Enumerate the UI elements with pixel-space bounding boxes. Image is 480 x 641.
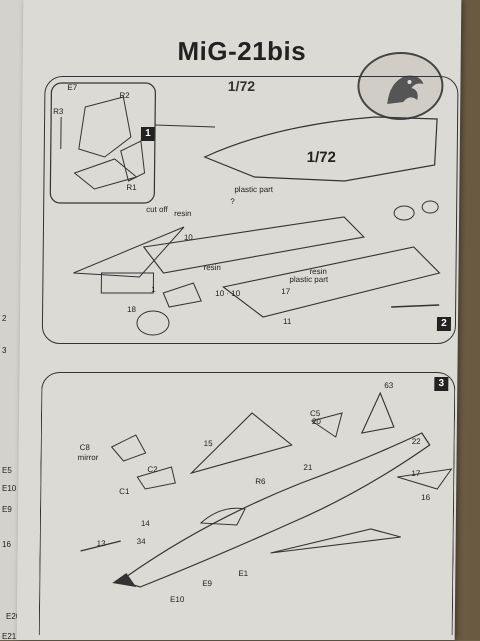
step1-2-drawings <box>43 77 458 343</box>
part-label: resin <box>309 267 326 276</box>
part-label: 17 <box>281 287 290 296</box>
part-label: 16 <box>421 493 430 502</box>
assembly-panel-step-3: 3 C8 mirror C2 C1 15 R6 14 <box>39 372 456 635</box>
part-label: plastic part <box>234 185 273 194</box>
instruction-sheet: MiG-21bis 1/72 1 2 <box>17 0 462 640</box>
fuselage-marking: 1/72 <box>307 149 336 166</box>
part-label: 13 <box>97 539 106 548</box>
left-label: E10 <box>2 484 16 493</box>
part-label: resin <box>174 209 191 218</box>
part-label: 22 <box>412 437 421 446</box>
part-label: 34 <box>137 537 146 546</box>
part-label: ? <box>230 197 235 206</box>
part-label: 18 <box>127 305 136 314</box>
part-label: 63 <box>384 381 393 390</box>
left-label: 3 <box>2 346 6 355</box>
part-label: 20 <box>312 417 321 426</box>
part-label: resin <box>204 263 221 272</box>
part-label: C2 <box>147 465 157 474</box>
part-label: 10 · 10 <box>215 289 240 298</box>
part-label: E7 <box>67 83 77 92</box>
part-label: 10 <box>184 233 193 242</box>
assembly-panel-steps-1-2: 1 2 E7 R <box>42 76 459 344</box>
part-label: 11 <box>283 317 291 326</box>
step3-drawings <box>40 373 455 635</box>
part-label: R3 <box>53 107 63 116</box>
part-label: R1 <box>126 183 136 192</box>
part-label: C5 <box>310 409 320 418</box>
left-label: E9 <box>2 505 12 514</box>
part-label: cut off <box>146 205 168 214</box>
part-label: E9 <box>202 579 212 588</box>
part-label: 15 <box>204 439 213 448</box>
part-label: 21 <box>303 463 312 472</box>
part-label: R6 <box>255 477 265 486</box>
part-label: R2 <box>119 91 129 100</box>
left-label: 16 <box>2 540 11 549</box>
part-label: 14 <box>141 519 150 528</box>
part-label: E1 <box>238 569 248 578</box>
part-label: 17 <box>411 469 420 478</box>
left-label: E5 <box>2 466 12 475</box>
part-label: 1 <box>151 285 156 294</box>
left-label: 2 <box>2 314 6 323</box>
part-label: mirror <box>78 453 99 462</box>
part-label: E10 <box>170 595 184 604</box>
part-label: C8 <box>80 443 90 452</box>
part-label: plastic part <box>289 275 328 284</box>
part-label: C1 <box>119 487 129 496</box>
